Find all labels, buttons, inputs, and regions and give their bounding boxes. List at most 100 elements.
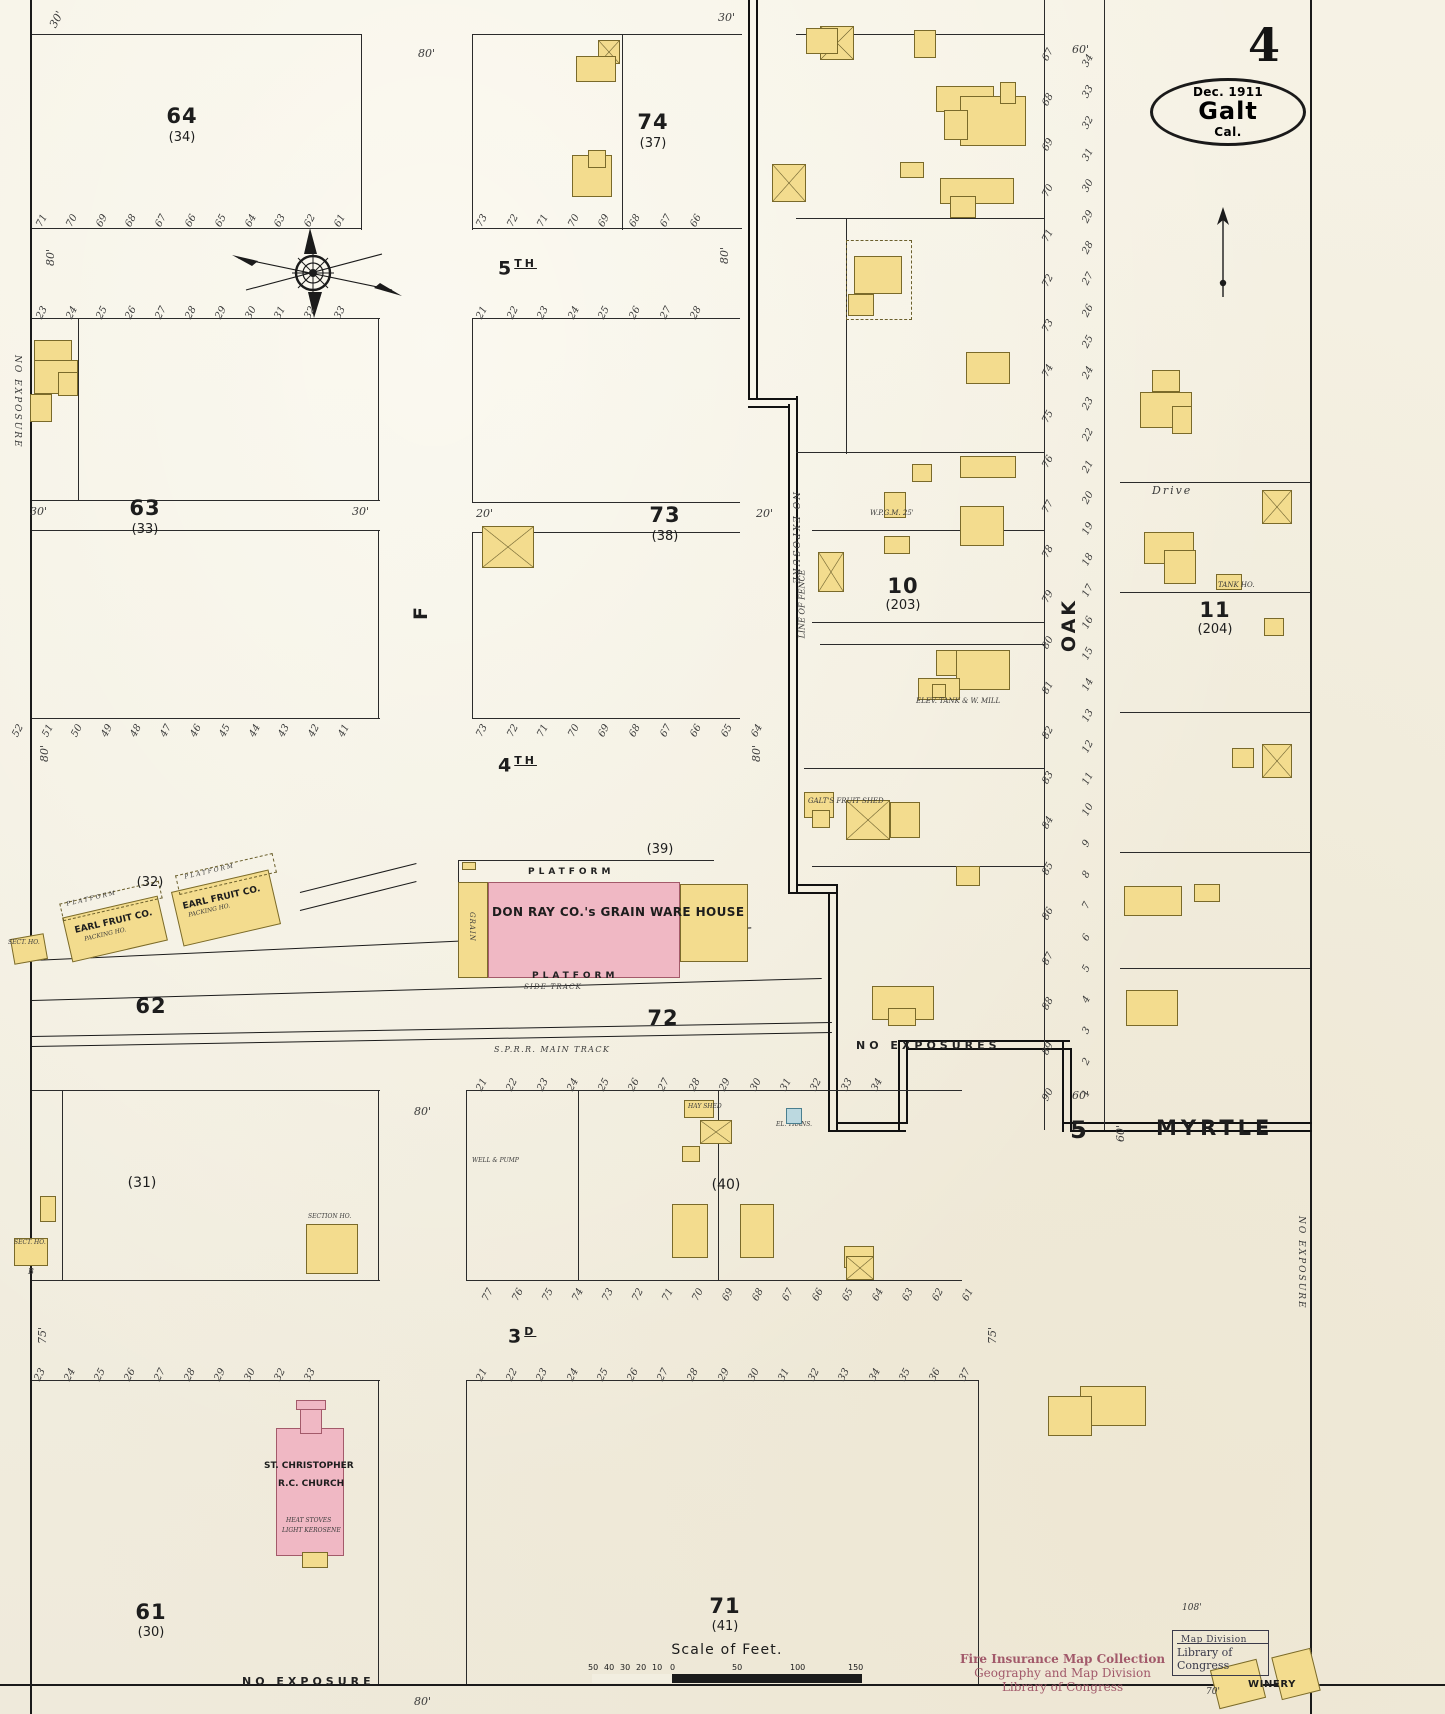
church-light-note: LIGHT KEROSENE — [282, 1527, 341, 1534]
frame-left-border — [30, 0, 32, 1714]
block-number-10: 10 — [887, 574, 919, 598]
title-city: Galt — [1198, 97, 1258, 126]
street-4th-base: 4 — [498, 754, 515, 777]
block-number-11: 11 — [1199, 598, 1231, 622]
line-of-fence-label: LINE OF FENCE — [797, 569, 807, 639]
md-stamp-line1: Map Division — [1181, 1635, 1247, 1645]
dimension-80-a: 80' — [418, 47, 436, 60]
dimension-30-b: 30' — [30, 505, 48, 518]
don-ray-warehouse-label: DON RAY CO.'s GRAIN WARE HOUSE — [492, 905, 745, 919]
sect-ho-letter-b: B — [28, 1267, 34, 1276]
no-exposures-mid: NO EXPOSURES — [856, 1039, 1001, 1052]
frame-right-border — [1310, 0, 1312, 1714]
dimension-80-e: 80' — [750, 744, 764, 763]
platform-bottom-label: PLATFORM — [532, 971, 619, 981]
block-alt-63: (33) — [131, 522, 159, 537]
rc-church-label: R.C. CHURCH — [278, 1479, 345, 1489]
street-3d-sup: D — [524, 1325, 537, 1338]
block-number-64: 64 — [166, 104, 198, 128]
title-cartouche: Dec. 1911 Galt Cal. — [1150, 78, 1306, 146]
street-5th-sup: TH — [514, 257, 537, 270]
dimension-108: 108' — [1182, 1603, 1202, 1613]
loc-stamp-line2: Geography and Map Division — [974, 1666, 1151, 1681]
block-number-73: 73 — [649, 503, 681, 527]
street-label-myrtle: MYRTLE — [1156, 1116, 1274, 1140]
dimension-75-a: 75' — [36, 1326, 50, 1345]
drive-label: Drive — [1152, 484, 1193, 497]
dimension-80-c: 80' — [38, 744, 52, 763]
scale-tick-20: 20 — [636, 1663, 647, 1672]
loc-stamp-line3: Library of Congress — [1001, 1680, 1124, 1695]
street-label-5th: 5TH — [498, 258, 537, 278]
dimension-80-d: 80' — [718, 246, 732, 265]
md-stamp-line2: Library of Congress — [1177, 1643, 1268, 1672]
no-exposure-left: NO EXPOSURE — [12, 355, 22, 449]
scale-tick-50l: 50 — [588, 1663, 599, 1672]
dimension-60-b: 60' — [1072, 1089, 1090, 1102]
building-don-ray-warehouse — [488, 882, 680, 978]
scale-tick-150: 150 — [848, 1663, 864, 1672]
street-label-oak: OAK — [1058, 598, 1080, 653]
grain-label: GRAIN — [468, 912, 476, 942]
library-of-congress-stamp: Fire Insurance Map Collection Geography … — [960, 1652, 1165, 1694]
north-arrow-icon — [1217, 207, 1229, 297]
scale-tick-50r: 50 — [732, 1663, 743, 1672]
scale-tick-100: 100 — [790, 1663, 806, 1672]
block-number-62: 62 — [135, 994, 167, 1018]
block-alt-74: (37) — [639, 136, 667, 151]
street-5th-base: 5 — [498, 257, 515, 280]
block-alt-11: (204) — [1197, 622, 1233, 637]
block-number-72: 72 — [647, 1006, 679, 1030]
spr-main-track-label: S.P.R.R. MAIN TRACK — [494, 1045, 611, 1054]
block-number-63: 63 — [129, 496, 161, 520]
block-ref-40: (40) — [711, 1177, 741, 1193]
scale-bar: Scale of Feet. 50 40 30 20 10 0 50 100 1… — [588, 1642, 864, 1683]
wpgm-label: W.P.G.M. 25' — [870, 509, 914, 517]
galts-fruit-shed-label: GALT'S FRUIT SHED — [808, 797, 884, 805]
well-pump-label: WELL & PUMP — [472, 1157, 519, 1164]
block-ref-31: (31) — [127, 1175, 157, 1191]
street-label-3d: 3D — [508, 1326, 536, 1346]
dimension-60-c: 60' — [1114, 1124, 1128, 1143]
dimension-80-f: 80' — [414, 1105, 432, 1118]
block-alt-61: (30) — [137, 1625, 165, 1640]
block-alt-10: (203) — [885, 598, 921, 613]
dimension-60-a: 60' — [1072, 43, 1090, 56]
no-exposure-rr: NO EXPOSURE — [790, 492, 800, 586]
block-ref-39: (39) — [646, 842, 674, 857]
street-label-4th: 4TH — [498, 755, 537, 775]
scale-tick-40: 40 — [604, 1663, 615, 1672]
side-track-label: SIDE TRACK — [524, 983, 583, 991]
loc-stamp-line1: Fire Insurance Map Collection — [960, 1652, 1166, 1666]
dimension-30-d: 30' — [718, 11, 736, 24]
building-st-christopher-church — [276, 1428, 344, 1556]
title-state: Cal. — [1214, 124, 1242, 139]
el-trans-label-2: EL. TRANS. — [776, 1121, 813, 1128]
block-number-61: 61 — [135, 1600, 167, 1624]
block-alt-73: (38) — [651, 529, 679, 544]
dimension-80-b: 80' — [44, 248, 58, 267]
dimension-80-g: 80' — [414, 1695, 432, 1708]
block-alt-71: (41) — [711, 1619, 739, 1634]
platform-top-label: PLATFORM — [528, 867, 615, 877]
block-number-71: 71 — [709, 1594, 741, 1618]
hay-shed-label: HAY SHED — [688, 1103, 722, 1110]
block-alt-64: (34) — [168, 130, 196, 145]
street-label-f: F — [410, 604, 432, 620]
block-ref-32: (32) — [136, 875, 164, 890]
block-number-5: 5 — [1070, 1116, 1088, 1144]
frame-bottom-border — [0, 1684, 1445, 1686]
scale-title: Scale of Feet. — [671, 1642, 783, 1658]
st-christopher-label: ST. CHRISTOPHER — [264, 1461, 354, 1471]
dimension-70: 70' — [1206, 1687, 1220, 1697]
dimension-20-b: 20' — [756, 507, 774, 520]
scale-tick-0: 0 — [670, 1663, 676, 1672]
street-3d-base: 3 — [508, 1325, 525, 1348]
el-trans-label: ELEV. TANK & W. MILL — [916, 697, 1001, 705]
map-division-stamp: Map Division Library of Congress — [1172, 1630, 1269, 1676]
sect-ho-label: SECT. HO. — [14, 1239, 46, 1246]
scale-tick-30: 30 — [620, 1663, 631, 1672]
section-ho-label-right: SECTION HO. — [308, 1213, 352, 1220]
no-exposure-right: NO EXPOSURE — [1296, 1216, 1306, 1310]
